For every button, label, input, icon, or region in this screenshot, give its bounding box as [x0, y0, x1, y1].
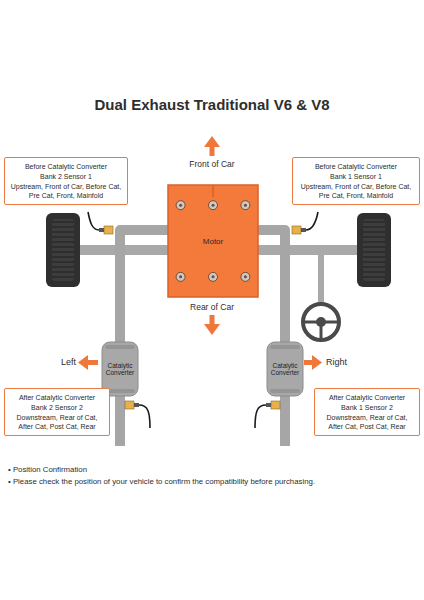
tread-line	[363, 226, 385, 227]
node-label: Catalytic Converter	[268, 362, 302, 377]
node-label: Motor	[203, 237, 223, 246]
tread-line	[52, 251, 74, 252]
motor-block: Motor	[168, 185, 258, 297]
callout-text: Bank 2 Sensor 1	[10, 172, 122, 181]
tread-line	[363, 246, 385, 247]
tread-line	[52, 246, 74, 247]
tread-line	[363, 251, 385, 252]
tread-line	[52, 221, 74, 222]
tread-line	[363, 231, 385, 232]
tread-line	[363, 266, 385, 267]
side-label: Left	[40, 357, 76, 367]
sensor-callout: Before Catalytic ConverterBank 2 Sensor …	[4, 157, 128, 205]
callout-text: Upstream, Front of Car, Before Cat, Pre …	[298, 182, 414, 200]
callout-text: Downstream, Rear of Cat, After Cat, Post…	[320, 413, 414, 431]
sensor-callout: After Catalytic ConverterBank 2 Sensor 2…	[4, 388, 110, 436]
oxygen-sensor	[292, 212, 318, 234]
direction-label: Rear of Car	[162, 302, 262, 312]
callout-text: Bank 1 Sensor 2	[320, 403, 414, 412]
callout-text: Downstream, Rear of Cat, After Cat, Post…	[10, 413, 104, 431]
exhaust-pipe	[120, 230, 168, 344]
tread-line	[363, 241, 385, 242]
tread-line	[363, 261, 385, 262]
callout-text: Upstream, Front of Car, Before Cat, Pre …	[10, 182, 122, 200]
tread-line	[52, 266, 74, 267]
tread-line	[363, 271, 385, 272]
oxygen-sensor	[88, 212, 113, 234]
callout-text: After Catalytic Converter	[320, 393, 414, 402]
tail-pipe	[280, 390, 290, 446]
note-text: • Position Confirmation	[8, 465, 418, 474]
catalytic-converter: Catalytic Converter	[267, 342, 303, 396]
tread-line	[363, 236, 385, 237]
node-label: Catalytic Converter	[103, 362, 137, 377]
callout-text: After Catalytic Converter	[10, 393, 104, 402]
right-wheel	[357, 213, 391, 287]
tread-line	[52, 276, 74, 277]
sensor-callout: Before Catalytic ConverterBank 1 Sensor …	[292, 157, 420, 205]
steering-wheel	[303, 255, 339, 340]
tail-pipe	[115, 390, 125, 446]
direction-label: Front of Car	[162, 159, 262, 169]
tread-line	[52, 236, 74, 237]
tread-line	[52, 256, 74, 257]
tread-line	[52, 261, 74, 262]
oxygen-sensor	[125, 401, 150, 428]
title: Dual Exhaust Traditional V6 & V8	[0, 96, 424, 113]
sensor-callout: After Catalytic ConverterBank 1 Sensor 2…	[314, 388, 420, 436]
callout-text: Before Catalytic Converter	[298, 162, 414, 171]
callout-text: Bank 1 Sensor 1	[298, 172, 414, 181]
tread-line	[52, 226, 74, 227]
oxygen-sensor	[255, 401, 280, 428]
side-label: Right	[326, 357, 366, 367]
left-wheel	[46, 213, 80, 287]
tread-line	[363, 221, 385, 222]
callout-text: Before Catalytic Converter	[10, 162, 122, 171]
tread-line	[52, 241, 74, 242]
tread-line	[363, 276, 385, 277]
callout-text: Bank 2 Sensor 2	[10, 403, 104, 412]
note-text: • Please check the position of your vehi…	[8, 477, 420, 486]
tread-line	[52, 271, 74, 272]
tread-line	[363, 256, 385, 257]
tread-line	[52, 231, 74, 232]
exhaust-pipe	[258, 230, 285, 344]
